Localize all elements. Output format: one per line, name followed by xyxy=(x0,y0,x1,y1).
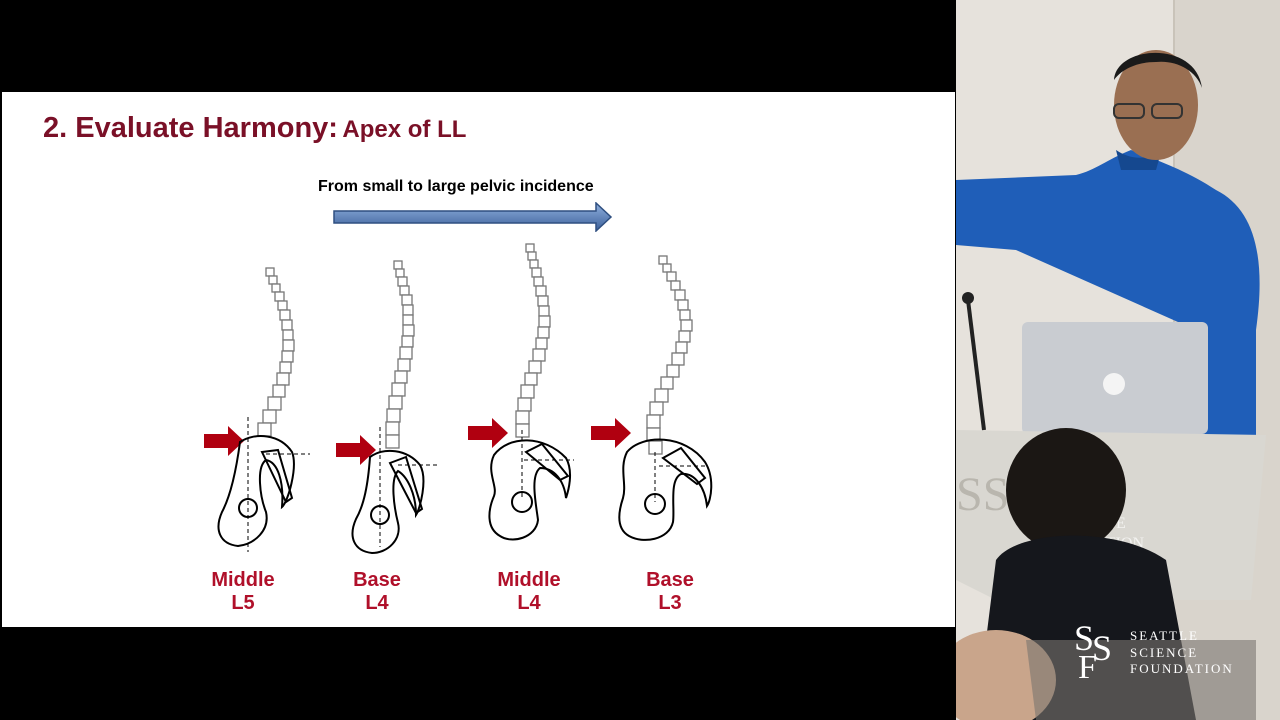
speaker-video: SS E E ATION xyxy=(956,0,1280,720)
spine-figure-3 xyxy=(468,243,574,541)
spine-figure-4 xyxy=(591,255,713,541)
svg-text:SS: SS xyxy=(956,468,1009,521)
figure-label-3: Middle L4 xyxy=(474,569,584,615)
slide-title-main: 2. Evaluate Harmony: xyxy=(43,112,338,144)
figure-label-4: Base L3 xyxy=(615,569,725,615)
spine-figure-1 xyxy=(204,267,310,552)
logo-line-1: SEATTLE xyxy=(1130,628,1199,643)
logo-line-3: FOUNDATION xyxy=(1130,661,1234,676)
figure-label-2: Base L4 xyxy=(322,569,432,615)
figure-label-4-line2: L3 xyxy=(658,592,682,614)
red-pointer-arrow-icon xyxy=(336,435,376,465)
figure-label-1-line1: Middle xyxy=(211,569,275,591)
presentation-slide: 2. Evaluate Harmony: Apex of LL From sma… xyxy=(2,92,955,627)
red-pointer-arrow-icon xyxy=(468,418,508,448)
slide-title: 2. Evaluate Harmony: Apex of LL xyxy=(43,112,466,145)
figure-label-3-line1: Middle xyxy=(497,569,561,591)
foundation-wordmark: SEATTLE SCIENCE FOUNDATION xyxy=(1130,628,1234,678)
logo-line-2: SCIENCE xyxy=(1130,644,1199,660)
red-pointer-arrow-icon xyxy=(591,418,631,448)
figure-label-2-line2: L4 xyxy=(365,592,389,614)
svg-text:E: E xyxy=(1116,515,1126,532)
red-pointer-arrow-icon xyxy=(204,426,244,456)
spine-figure-2 xyxy=(336,260,440,555)
svg-text:S: S xyxy=(1092,628,1112,668)
figure-label-1: Middle L5 xyxy=(188,569,298,615)
figure-label-1-line2: L5 xyxy=(231,592,255,614)
pelvic-incidence-arrow-icon xyxy=(333,202,613,232)
slide-title-sub: Apex of LL xyxy=(342,116,467,143)
svg-text:S: S xyxy=(1074,618,1094,658)
seattle-science-foundation-logo: S S F xyxy=(1074,618,1112,686)
pelvic-incidence-caption: From small to large pelvic incidence xyxy=(318,178,594,195)
figure-label-4-line1: Base xyxy=(646,569,694,591)
figure-label-2-line1: Base xyxy=(353,569,401,591)
apple-logo-icon xyxy=(1103,373,1125,395)
svg-text:F: F xyxy=(1078,649,1097,686)
figure-label-3-line2: L4 xyxy=(517,592,541,614)
